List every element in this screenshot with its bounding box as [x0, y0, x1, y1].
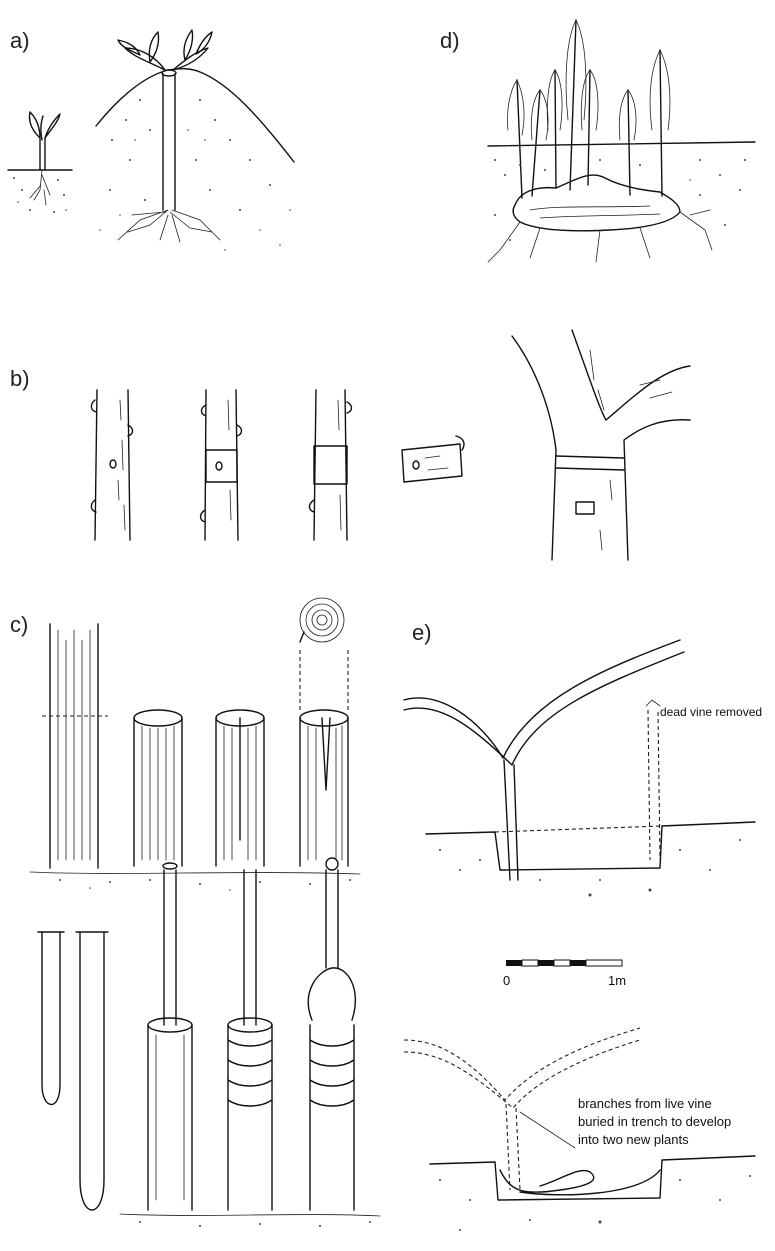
- scale-end-label: 1m: [608, 973, 626, 988]
- panel-a-mounding: [8, 30, 294, 251]
- dead-vine-label: dead vine removed: [660, 705, 762, 719]
- coiled-scion: [300, 598, 344, 642]
- panel-c-cleft-grafting: [30, 598, 380, 1227]
- bark-patch: [402, 436, 464, 482]
- stump-2: [216, 710, 264, 866]
- mounded-plant: [96, 30, 294, 251]
- stem-2: [201, 390, 242, 540]
- scale-start-label: 0: [503, 973, 510, 988]
- panel-label-a: a): [10, 28, 30, 53]
- panel-label-b: b): [10, 366, 30, 391]
- trench-soil-dots: [439, 839, 741, 897]
- lower-trench-soil-dots: [439, 1175, 751, 1231]
- grafted-trunk: [512, 330, 690, 560]
- small-seedling: [8, 112, 72, 213]
- grafted-stump-2: [228, 870, 272, 1210]
- panel-e-trench-layering: dead vine removed 0 1m branches from liv…: [404, 640, 762, 1231]
- panel-label-d: d): [440, 28, 460, 53]
- grafted-stump-3: [308, 858, 355, 1210]
- stem-1: [91, 390, 132, 540]
- branches-label-line-1: branches from live vine: [578, 1096, 712, 1111]
- grafted-stump-1: [148, 863, 192, 1210]
- branches-label-line-2: buried in trench to develop: [578, 1114, 731, 1129]
- panel-label-e: e): [412, 620, 432, 645]
- panel-d-layering: [488, 20, 755, 262]
- stem-3: [310, 390, 352, 540]
- scale-bar: 0 1m: [503, 960, 626, 988]
- wedge-scions: [38, 932, 108, 1210]
- mound-soil-dots: [99, 99, 291, 251]
- stump-1: [134, 710, 182, 866]
- seedling-soil-dots: [13, 177, 67, 213]
- layered-shoots: [507, 20, 669, 198]
- stump-ground-dots: [59, 879, 351, 891]
- grafted-ground-dots: [139, 1221, 371, 1227]
- branches-label-line-3: into two new plants: [578, 1132, 689, 1147]
- panel-b-budding: [91, 330, 690, 560]
- stump-3: [300, 598, 348, 866]
- panel-label-c: c): [10, 612, 28, 637]
